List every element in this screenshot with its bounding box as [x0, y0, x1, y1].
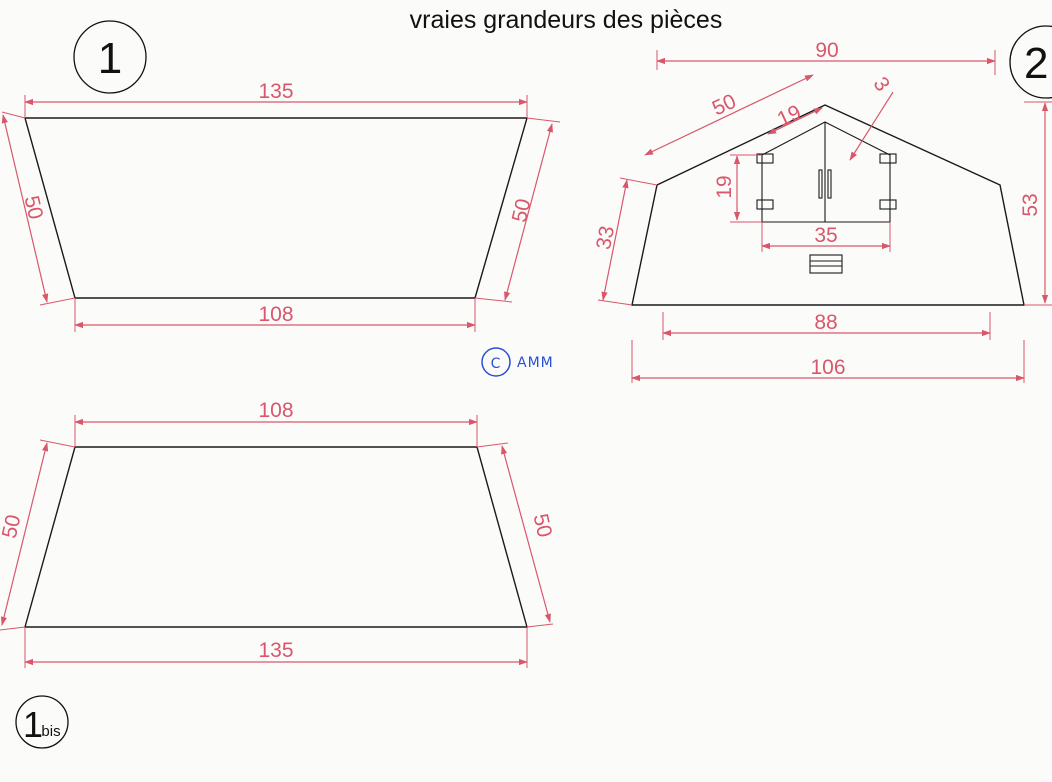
copyright-signature: C AMM	[481, 347, 554, 377]
ext-line	[597, 299, 633, 306]
signature-text: AMM	[517, 355, 554, 371]
sheet-title: vraies grandeurs des pièces	[410, 6, 723, 34]
copyright-circle	[481, 347, 511, 377]
ext-line	[39, 297, 76, 306]
piece-2: 2 90 50 19 3 53	[592, 25, 1052, 383]
door-handle-right	[827, 169, 832, 199]
dim-line-p1-left	[1, 114, 49, 303]
ext-line	[0, 626, 26, 631]
dim-line-p2-roof-part	[767, 107, 823, 135]
dim-label-p1bis-top: 108	[258, 399, 293, 422]
dim-label-p1-top: 135	[258, 80, 293, 103]
dim-label-p1bis-right: 50	[529, 512, 557, 540]
dim-label-p1-right: 50	[508, 197, 536, 225]
ext-line	[476, 442, 509, 448]
hinge-bottom-right	[879, 199, 897, 210]
ext-line	[1, 111, 26, 119]
dim-label-p2-inner-base: 88	[814, 311, 837, 334]
copyright-symbol: C	[491, 356, 502, 372]
ext-line	[39, 439, 76, 448]
dim-label-p2-right: 53	[1019, 193, 1042, 216]
piece-1-outline	[24, 117, 528, 299]
dim-line-p2-left	[601, 179, 629, 301]
piece-2-label-circle	[1009, 25, 1052, 99]
dim-label-p2-offset: 3	[869, 73, 895, 96]
piece-1bis-label: 1	[23, 704, 43, 745]
ext-line	[526, 117, 561, 123]
dim-label-p2-top: 90	[815, 39, 838, 62]
dim-label-p2-base: 106	[810, 356, 845, 379]
ext-line	[474, 297, 513, 303]
dim-label-p1-left: 50	[20, 194, 48, 222]
ext-line	[526, 623, 554, 628]
dim-label-p1bis-bottom: 135	[258, 639, 293, 662]
dim-line-p2-roof	[644, 74, 814, 156]
dim-line-p2-offset	[849, 91, 894, 161]
dim-label-p2-door-height: 19	[713, 175, 736, 198]
dim-label-p2-roof: 50	[709, 90, 740, 121]
hinge-bottom-left	[756, 199, 774, 210]
door-handle-left	[818, 169, 823, 199]
hinge-top-right	[879, 153, 897, 164]
dim-label-p1-bottom: 108	[258, 303, 293, 326]
piece-2-opening	[761, 121, 891, 223]
dim-line-p1bis-left	[0, 442, 49, 626]
dim-line-p1bis-right	[501, 445, 551, 623]
piece-1bis-suffix: bis	[41, 723, 60, 740]
piece-1bis: 108 135 50 50 1 bis	[0, 399, 557, 749]
piece-1bis-outline	[24, 446, 528, 628]
piece-2-outline	[631, 104, 1025, 306]
dim-label-p2-door-width: 35	[814, 224, 837, 247]
dim-line-p1-right	[504, 123, 553, 301]
piece-2-label: 2	[1024, 39, 1048, 88]
piece-1-label-circle	[73, 20, 147, 94]
piece-1-label: 1	[98, 34, 122, 83]
ext-line	[619, 177, 658, 186]
piece-1: 1 135 108 50 50	[1, 20, 561, 332]
vent-plate	[809, 254, 843, 274]
dim-label-p2-left: 33	[592, 224, 619, 251]
piece-1bis-label-circle	[15, 695, 69, 749]
dim-label-p1bis-left: 50	[0, 513, 25, 541]
